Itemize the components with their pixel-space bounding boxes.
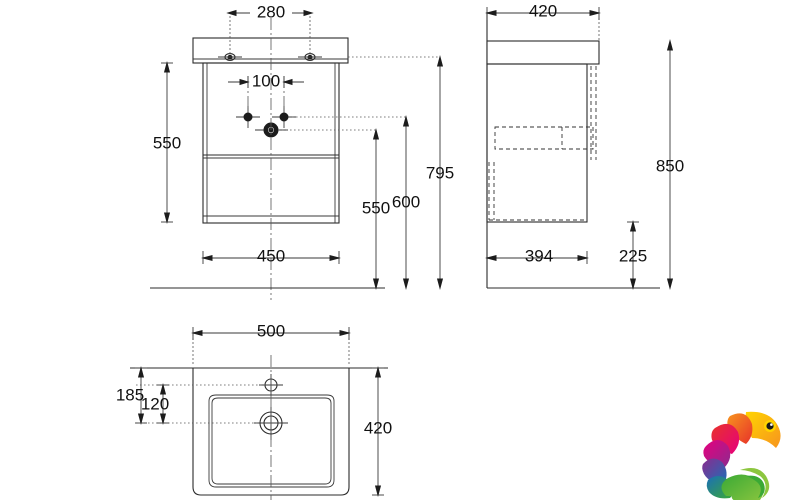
- dim-550-left: [161, 61, 173, 224]
- dim-420-plan: [372, 366, 384, 497]
- front-tap-hole-right: [298, 53, 322, 61]
- label-225: 225: [619, 246, 647, 265]
- dim-795: [436, 55, 444, 290]
- label-394: 394: [525, 246, 553, 265]
- plan-bowl-outline: [208, 394, 335, 488]
- dim-185: [135, 366, 147, 425]
- side-hidden-drawer: [494, 126, 594, 150]
- label-795: 795: [426, 163, 454, 182]
- label-450: 450: [257, 246, 285, 265]
- dim-500: [191, 327, 351, 340]
- dim-550-right: [372, 128, 380, 290]
- label-120: 120: [141, 394, 169, 413]
- front-basin-top: [192, 37, 349, 64]
- side-basin-top: [486, 40, 600, 65]
- dim-100: [228, 76, 304, 88]
- label-420-side: 420: [529, 1, 557, 20]
- dim-450: [201, 251, 341, 264]
- dim-225: [627, 220, 639, 290]
- dim-850: [666, 39, 674, 290]
- label-550-right: 550: [362, 198, 390, 217]
- side-cabinet-body: [486, 63, 597, 223]
- chameleon-logo: [702, 411, 781, 500]
- front-supply-point-left: [236, 106, 260, 128]
- plan-basin-outline: [192, 367, 350, 496]
- label-185: 185: [116, 385, 144, 404]
- dim-120: [157, 383, 169, 425]
- side-hidden-plinth: [488, 162, 587, 221]
- dim-280: [226, 9, 314, 17]
- label-500: 500: [257, 321, 285, 340]
- label-600: 600: [392, 192, 420, 211]
- label-100: 100: [252, 71, 280, 90]
- label-550-left: 550: [153, 133, 181, 152]
- label-420-plan: 420: [364, 418, 392, 437]
- dim-420-side: [485, 7, 601, 20]
- label-280: 280: [257, 2, 285, 21]
- label-850: 850: [656, 156, 684, 175]
- dim-394: [485, 251, 589, 264]
- dim-600: [402, 115, 410, 290]
- side-elevation-view: [485, 7, 674, 290]
- plan-view: [130, 327, 388, 500]
- front-elevation-view: [150, 9, 444, 300]
